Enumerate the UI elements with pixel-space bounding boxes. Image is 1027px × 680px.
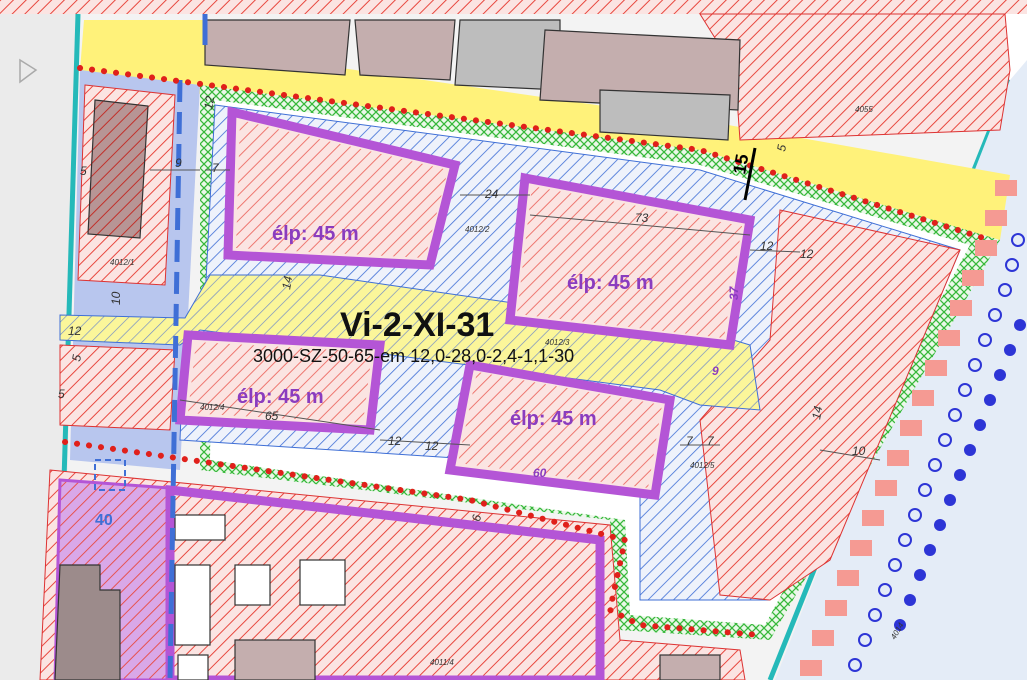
dim-label: 5 [774, 143, 789, 152]
red-dotted-line [77, 65, 993, 243]
dim-label: 12 [68, 324, 82, 338]
dim-label: 12 [201, 95, 217, 111]
zone-code: Vi-2-XI-31 [340, 306, 494, 344]
dim-label: 40 [95, 512, 113, 529]
dim-label: 12 [800, 247, 814, 261]
dim-label: 9 [175, 156, 182, 170]
parcel-number: 4012/4 [200, 403, 225, 412]
arrow-marker [19, 58, 38, 84]
parcel-number: 4012/3 [545, 338, 570, 347]
dim-label: 9 [712, 364, 719, 378]
existing-building [354, 19, 456, 81]
dim-label: 7 [212, 161, 220, 175]
dimension-lines [150, 147, 881, 461]
dim-label: 10 [852, 444, 866, 458]
dim-label: 5 [80, 164, 87, 178]
red-dotted-line [62, 439, 763, 638]
dim-label: 24 [484, 187, 499, 201]
dim-label: 5 [58, 387, 65, 401]
dim-label: 37 [727, 285, 741, 300]
dim-label: 73 [635, 211, 649, 225]
dim-label: 10 [109, 291, 123, 305]
building-label: élp: 45 m [272, 223, 359, 245]
parcel-number: 4012/2 [465, 225, 490, 234]
existing-building [539, 29, 741, 111]
tree-row [848, 233, 1025, 672]
dim-label: 65 [265, 409, 279, 423]
dim-label: 6 [469, 513, 484, 522]
building-label: élp: 45 m [237, 386, 324, 408]
dim-label: 7 [686, 434, 694, 448]
parcel-number: 4012/5 [690, 461, 715, 470]
dim-label: 14 [809, 405, 825, 421]
existing-building [599, 89, 731, 141]
dim-label: 7 [707, 434, 715, 448]
parcel-number: 4012/1 [110, 258, 134, 267]
dim-label: 12 [425, 439, 439, 453]
dim-label: 5 [69, 353, 84, 362]
dim-label: 12 [760, 239, 774, 253]
dim-label: 12 [388, 434, 402, 448]
existing-building [204, 19, 351, 76]
building-label: élp: 45 m [567, 272, 654, 294]
top-strip [0, 0, 1027, 14]
dimension-labels: 12 9 5 7 24 73 15 5 12 12 37 9 10 12 5 1… [58, 95, 866, 529]
building-label: élp: 45 m [510, 408, 597, 430]
dim-label: 15 [729, 152, 752, 175]
dashed-boundary [167, 79, 183, 680]
dim-label: 60 [533, 466, 547, 480]
zone-params: 3000-SZ-50-65-em 12,0-28,0-2,4-1,1-30 [253, 346, 574, 366]
riverside-blocks [800, 180, 1017, 676]
dim-label: 14 [279, 275, 295, 291]
building-labels: élp: 45 m élp: 45 m élp: 45 m élp: 45 m [237, 223, 654, 430]
parcel-number: 4055 [855, 105, 873, 114]
parcel-number: 4011/4 [430, 658, 454, 667]
